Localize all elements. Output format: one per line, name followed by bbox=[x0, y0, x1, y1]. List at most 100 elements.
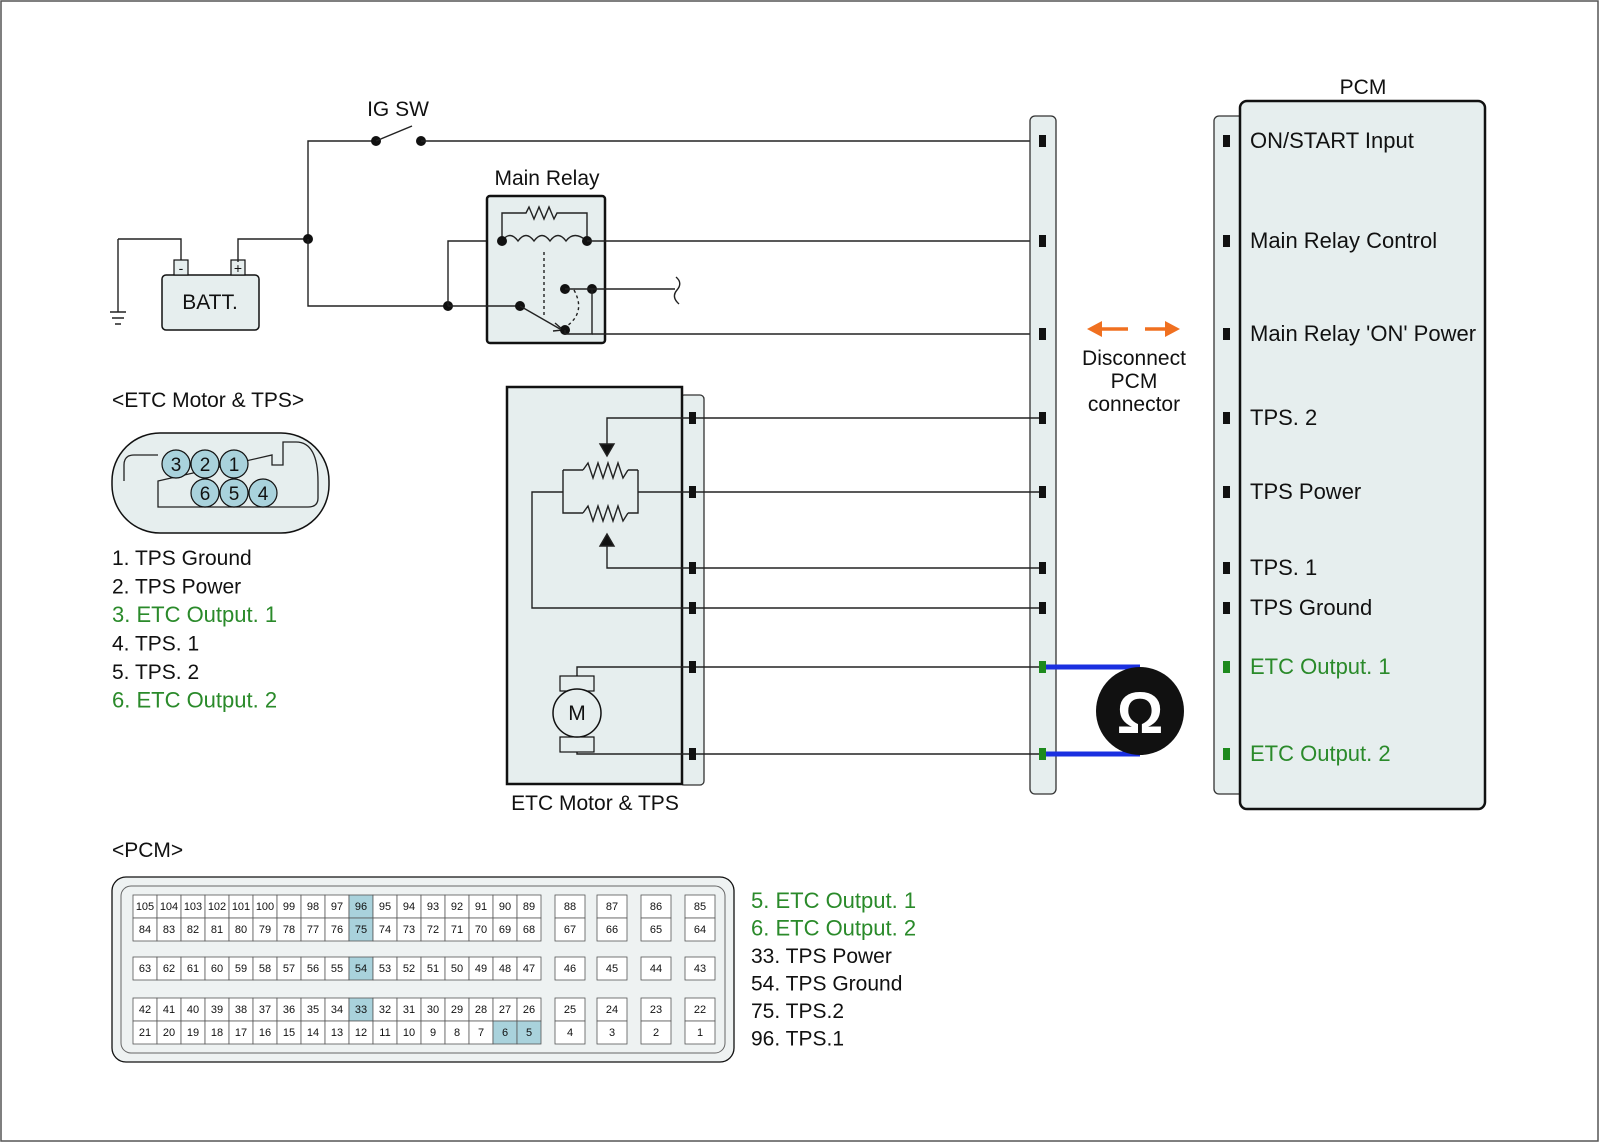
pcm-pin-number: 42 bbox=[139, 1004, 151, 1016]
pcm-terminal-label: Main Relay 'ON' Power bbox=[1250, 321, 1476, 346]
pcm-pin bbox=[1223, 562, 1230, 574]
pcm-pin-number: 21 bbox=[139, 1027, 151, 1039]
pcm-pin-number: 97 bbox=[331, 901, 343, 913]
pcm-pin-number: 45 bbox=[606, 963, 618, 975]
pcm-pin-number: 99 bbox=[283, 901, 295, 913]
pcm-pin-number: 61 bbox=[187, 963, 199, 975]
pcm-pin-number: 55 bbox=[331, 963, 343, 975]
pcm-pin-cell bbox=[640, 1020, 672, 1045]
etc-legend-item: 2. TPS Power bbox=[112, 576, 241, 599]
pcm-terminal-label: ON/START Input bbox=[1250, 128, 1414, 153]
pcm-pin bbox=[1223, 748, 1230, 760]
pcm-pin-cell bbox=[640, 956, 672, 981]
pcm-pin-number: 76 bbox=[331, 924, 343, 936]
pcm-pin-number: 19 bbox=[187, 1027, 199, 1039]
pcm-pin-number: 65 bbox=[650, 924, 662, 936]
etc-pin-number: 4 bbox=[258, 484, 269, 505]
pcm-pin-number: 56 bbox=[307, 963, 319, 975]
pcm-legend-item: 75. TPS.2 bbox=[751, 1000, 844, 1023]
pcm-pin-legend: 5. ETC Output. 16. ETC Output. 233. TPS … bbox=[751, 888, 916, 1051]
pcm-pin-number: 57 bbox=[283, 963, 295, 975]
etc-pin-number: 2 bbox=[200, 455, 211, 476]
pcm-pin-number: 105 bbox=[136, 901, 154, 913]
pcm-pin-number: 5 bbox=[526, 1027, 532, 1039]
pcm-pin-number: 86 bbox=[650, 901, 662, 913]
pcm-pin-number: 74 bbox=[379, 924, 391, 936]
pcm-terminal-label: TPS. 1 bbox=[1250, 555, 1317, 580]
pcm-pin-number: 92 bbox=[451, 901, 463, 913]
pcm-pin-number: 71 bbox=[451, 924, 463, 936]
pcm-terminal-label: ETC Output. 1 bbox=[1250, 654, 1391, 679]
motor-label: M bbox=[568, 702, 586, 725]
pcm-pin-number: 75 bbox=[355, 924, 367, 936]
pcm-pin-number: 11 bbox=[379, 1027, 390, 1039]
pcm-pin-number: 72 bbox=[427, 924, 439, 936]
pcm-pin-number: 101 bbox=[232, 901, 250, 913]
pcm-pin-number: 93 bbox=[427, 901, 439, 913]
etc-pin-circle bbox=[190, 449, 220, 479]
pcm-pin-number: 94 bbox=[403, 901, 415, 913]
pcm-pin-number: 67 bbox=[564, 924, 576, 936]
pcm-pin-number: 3 bbox=[609, 1027, 615, 1039]
pcm-title: PCM bbox=[1340, 76, 1387, 99]
pcm-pin-number: 9 bbox=[430, 1027, 436, 1039]
pcm-terminal-label: ETC Output. 2 bbox=[1250, 741, 1391, 766]
etc-pin-circle bbox=[219, 449, 249, 479]
pcm-pin-number: 33 bbox=[355, 1004, 367, 1016]
pcm-pin-number: 79 bbox=[259, 924, 271, 936]
disconnect-line-3: connector bbox=[1088, 393, 1180, 416]
ohmmeter: Ω bbox=[1046, 664, 1184, 757]
pcm-pin-number: 102 bbox=[208, 901, 226, 913]
pcm-pin-cell bbox=[516, 1020, 542, 1045]
pcm-pin-number: 80 bbox=[235, 924, 247, 936]
pcm-pin-number: 95 bbox=[379, 901, 391, 913]
pcm-pin-number: 52 bbox=[403, 963, 415, 975]
pcm-pin-number: 58 bbox=[259, 963, 271, 975]
etc-pin-number: 1 bbox=[229, 455, 240, 476]
pcm-pin bbox=[1223, 328, 1230, 340]
etc-pin-circle bbox=[161, 449, 191, 479]
pcm-pin-number: 50 bbox=[451, 963, 463, 975]
pcm-pin bbox=[1223, 602, 1230, 614]
battery-minus-label: - bbox=[179, 260, 184, 276]
pcm-pin-number: 32 bbox=[379, 1004, 391, 1016]
pcm-pin-cell bbox=[596, 917, 628, 942]
pcm-pin-number: 69 bbox=[499, 924, 511, 936]
pcm-pin-number: 43 bbox=[694, 963, 706, 975]
pcm-pin-cell bbox=[554, 956, 586, 981]
pcm-legend-item: 54. TPS Ground bbox=[751, 973, 902, 996]
disconnect-line-1: Disconnect bbox=[1082, 347, 1186, 370]
pcm-pin-number: 24 bbox=[606, 1004, 618, 1016]
pcm-pin-number: 82 bbox=[187, 924, 199, 936]
pcm-pin-number: 78 bbox=[283, 924, 295, 936]
pcm-pin-number: 6 bbox=[502, 1027, 508, 1039]
pcm-pin-cell bbox=[596, 956, 628, 981]
pcm-pin-number: 91 bbox=[475, 901, 487, 913]
pcm-pin-number: 30 bbox=[427, 1004, 439, 1016]
etc-pin-circle bbox=[248, 478, 278, 508]
pcm-pin-number: 1 bbox=[697, 1027, 703, 1039]
pcm-pin-number: 62 bbox=[163, 963, 175, 975]
pcm-pin-number: 36 bbox=[283, 1004, 295, 1016]
pcm-pin-number: 85 bbox=[694, 901, 706, 913]
battery bbox=[161, 274, 260, 331]
pcm-pin-number: 15 bbox=[283, 1027, 295, 1039]
module-pins bbox=[689, 412, 696, 760]
battery-plus-label: + bbox=[234, 260, 242, 276]
pcm-pin-cell bbox=[554, 1020, 586, 1045]
pcm-pin-number: 26 bbox=[523, 1004, 535, 1016]
disconnect-note: Disconnect PCM connector bbox=[1082, 321, 1186, 416]
pcm-connector-title: <PCM> bbox=[112, 839, 183, 862]
pcm-pin-number: 7 bbox=[478, 1027, 484, 1039]
pcm-pin-number: 73 bbox=[403, 924, 415, 936]
pcm-pin-number: 17 bbox=[235, 1027, 247, 1039]
etc-legend-item: 6. ETC Output. 2 bbox=[112, 688, 277, 713]
pcm-pin-number: 18 bbox=[211, 1027, 223, 1039]
main-relay-label: Main Relay bbox=[494, 167, 600, 190]
pcm-pin-number: 22 bbox=[694, 1004, 706, 1016]
pcm-pin-number: 66 bbox=[606, 924, 618, 936]
pcm-pin-number: 96 bbox=[355, 901, 367, 913]
